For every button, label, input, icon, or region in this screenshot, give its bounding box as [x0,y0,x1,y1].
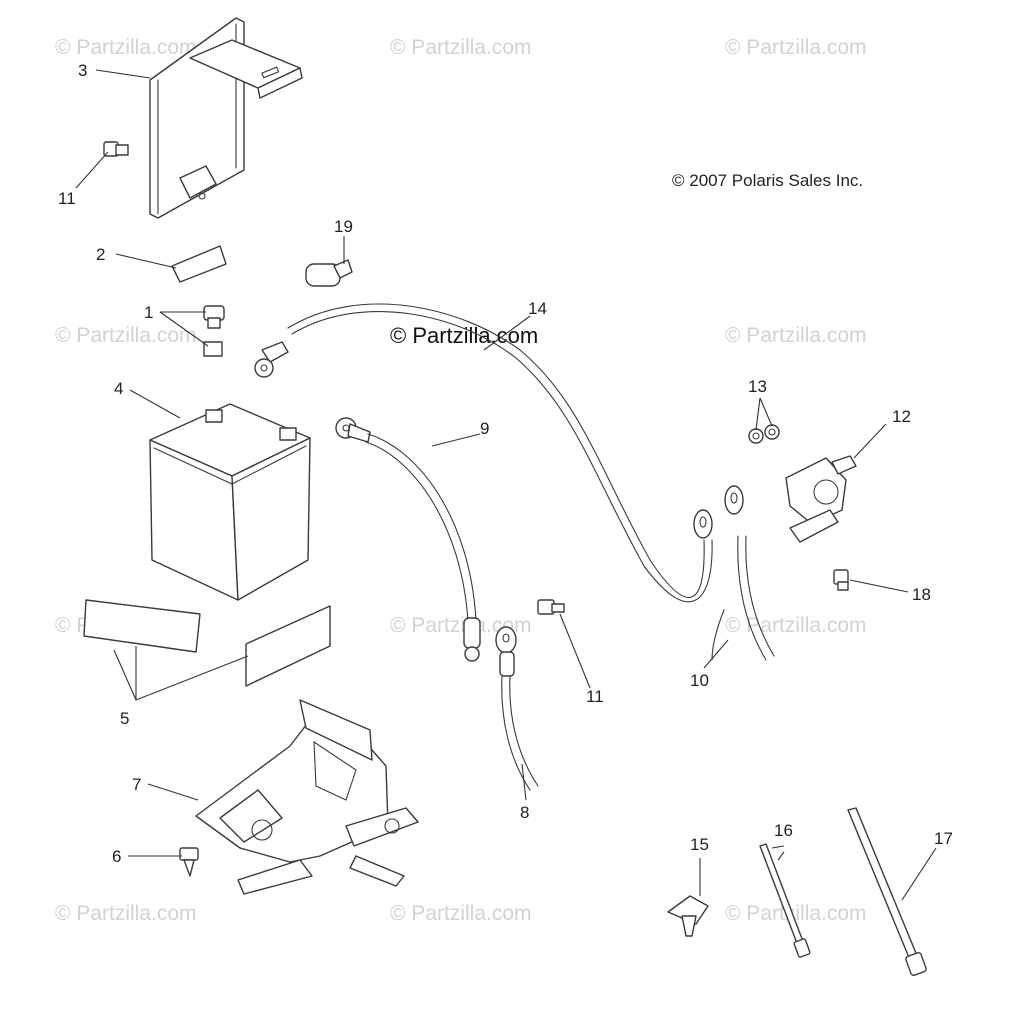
callout-3: 3 [78,61,87,80]
leader-lines [75,69,937,901]
part-1-bolt-and-nut [203,305,225,357]
callout-16: 16 [774,821,793,840]
part-9-cable [335,417,481,662]
part-2-pad [171,245,227,283]
part-14-positive-cable [254,303,713,603]
part-11-bolt-top [103,141,129,157]
part-13-nuts [748,424,780,444]
part-17-cable-tie [847,807,927,976]
part-5-battery-pads [83,599,331,687]
callout-13: 13 [748,377,767,396]
callout-2: 2 [96,245,105,264]
watermark: © Partzilla.com [390,36,532,59]
callout-10: 10 [690,671,709,690]
callout-19: 19 [334,217,353,236]
watermark: © Partzilla.com [725,36,867,59]
watermark: © Partzilla.com [390,614,532,637]
watermark: © Partzilla.com [725,902,867,925]
callout-8: 8 [520,803,529,822]
watermark: © Partzilla.com [725,324,867,347]
part-12-solenoid [785,455,857,543]
callout-labels: 3 11 2 19 1 4 14 9 5 7 6 8 11 10 13 12 1… [58,61,953,866]
callout-7: 7 [132,775,141,794]
watermark-main: © Partzilla.com [390,323,538,348]
callout-9: 9 [480,419,489,438]
part-6-screw [179,847,199,877]
callout-11: 11 [586,687,604,706]
callout-5: 5 [120,709,129,728]
part-10-cable [711,485,775,661]
part-11-bolt-middle [537,599,565,615]
watermark: © Partzilla.com [55,902,197,925]
copyright-notice: © 2007 Polaris Sales Inc. [672,171,863,190]
callout-1: 1 [144,303,153,322]
part-8-cable [495,626,539,791]
part-3-battery-hold-down-bracket [149,17,303,219]
part-15-clip [667,895,709,937]
callout-17: 17 [934,829,953,848]
watermark: © Partzilla.com [725,614,867,637]
callout-6: 6 [112,847,121,866]
part-4-battery [149,403,311,601]
part-19-terminal-boot [305,259,353,287]
watermark: © Partzilla.com [390,902,532,925]
watermark: © Partzilla.com [55,36,197,59]
callout-12: 12 [892,407,911,426]
callout-15: 15 [690,835,709,854]
watermark-grid: © Partzilla.com © Partzilla.com © Partzi… [55,36,867,925]
part-7-battery-box [195,699,419,895]
callout-18: 18 [912,585,931,604]
part-16-cable-tie [759,843,811,958]
callout-4: 4 [114,379,123,398]
callout-11: 11 [58,189,76,208]
callout-14: 14 [528,299,547,318]
watermark: © Partzilla.com [55,324,197,347]
part-18-screw [833,569,849,591]
